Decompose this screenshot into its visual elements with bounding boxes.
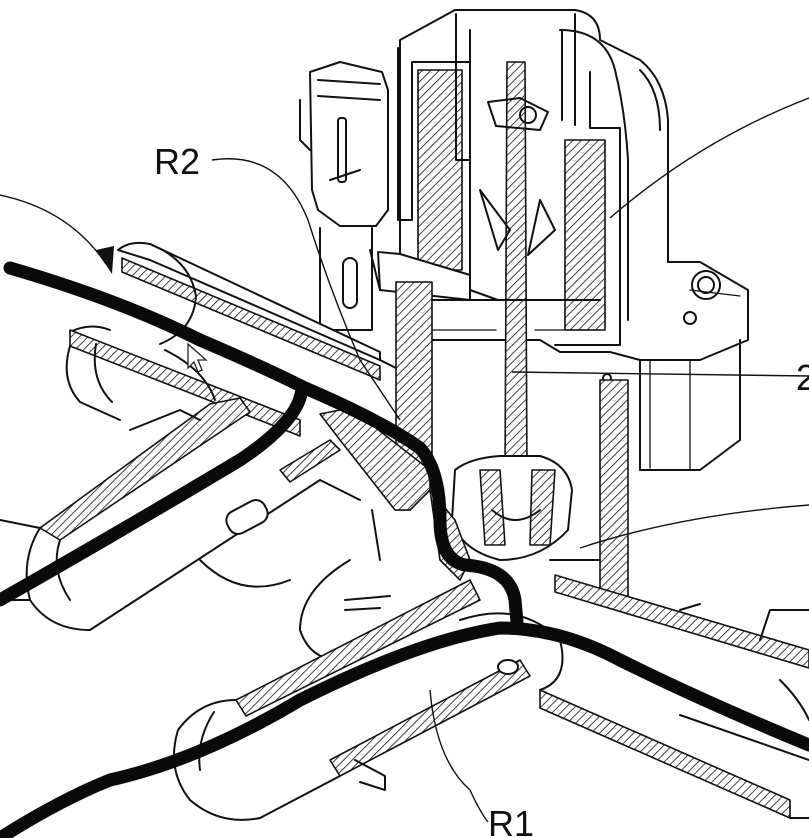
label-2: 2 [796, 357, 809, 398]
inlet-arrow [0, 194, 114, 274]
coil-right [564, 139, 606, 331]
valve-seat [451, 455, 601, 561]
flow-path-lower [0, 621, 809, 838]
connector [299, 61, 389, 331]
right-pipe [539, 574, 809, 819]
coil-frame [397, 13, 621, 346]
label-r1: R1 [488, 803, 534, 838]
leader-seat [579, 504, 809, 549]
flow-path-upper [3, 261, 524, 629]
mouse-cursor [187, 342, 208, 373]
coil-left [417, 69, 463, 271]
flow-path-left [0, 381, 309, 607]
leader-r1 [429, 689, 489, 823]
left-pipe [0, 397, 361, 631]
label-r2: R2 [154, 141, 200, 182]
valve-stem [479, 61, 556, 481]
leader-stem [511, 371, 809, 377]
leader-coil [609, 97, 809, 219]
lower-left-pipe [173, 579, 564, 821]
leader-r2 [211, 158, 401, 421]
